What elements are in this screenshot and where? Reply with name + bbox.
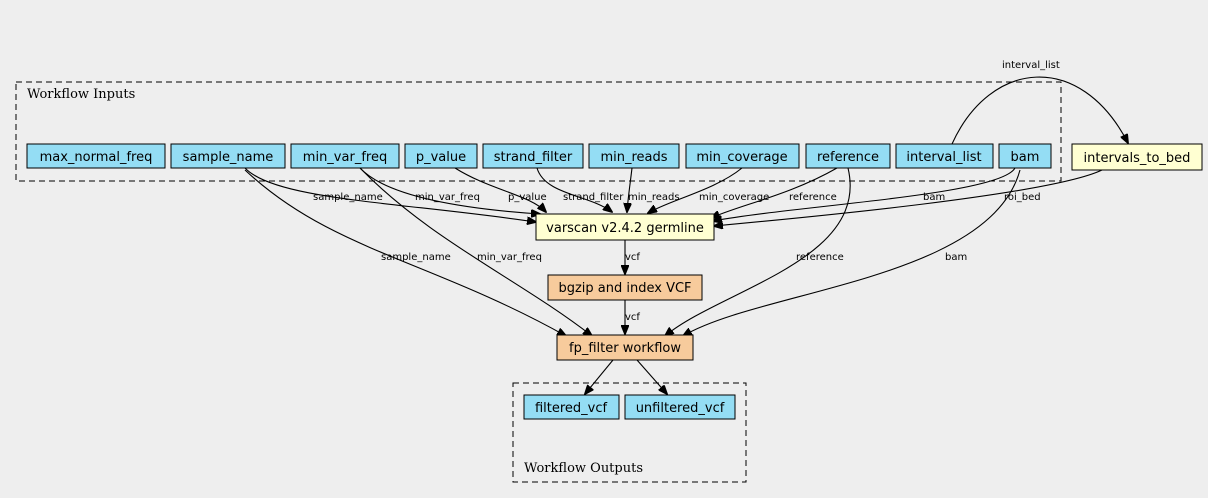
edge-label-min-reads: min_reads	[628, 192, 680, 203]
edge-interval-list-to-bed	[951, 76, 1128, 144]
edge-sample-name-to-varscan	[244, 167, 536, 222]
svg-text:fp_filter workflow: fp_filter workflow	[569, 341, 681, 356]
edge-strand-filter-to-varscan	[536, 167, 612, 212]
svg-text:bgzip and index VCF: bgzip and index VCF	[558, 281, 691, 296]
node-reference[interactable]: reference	[805, 143, 891, 169]
edge-sample-name-to-fp	[244, 169, 566, 336]
node-min-var-freq[interactable]: min_var_freq	[290, 143, 400, 169]
edge-min-reads-to-varscan	[627, 167, 633, 212]
edge-roi-bed-to-varscan	[714, 169, 1103, 226]
edge-p-value-to-varscan	[454, 167, 546, 212]
svg-text:reference: reference	[817, 150, 879, 165]
input-nodes: max_normal_freq sample_name min_var_freq…	[26, 143, 1052, 169]
workflow-outputs-cluster: Workflow Outputs	[512, 382, 747, 483]
svg-text:unfiltered_vcf: unfiltered_vcf	[636, 401, 725, 416]
edge-bam-to-varscan	[713, 167, 1016, 221]
svg-text:strand_filter: strand_filter	[494, 150, 573, 165]
node-filtered-vcf[interactable]: filtered_vcf	[523, 394, 620, 420]
node-fp-filter[interactable]: fp_filter workflow	[556, 334, 694, 361]
node-interval-list[interactable]: interval_list	[895, 143, 994, 169]
svg-text:sample_name: sample_name	[183, 150, 274, 165]
node-bgzip[interactable]: bgzip and index VCF	[547, 274, 703, 301]
svg-text:min_reads: min_reads	[600, 150, 667, 165]
edge-min-var-freq-to-fp	[359, 167, 592, 336]
edge-label-min-coverage: min_coverage	[699, 192, 769, 203]
svg-text:filtered_vcf: filtered_vcf	[535, 401, 608, 416]
workflow-outputs-box	[512, 382, 747, 483]
node-min-coverage[interactable]: min_coverage	[685, 143, 800, 169]
edge-label-reference: reference	[789, 192, 837, 203]
edge-reference-to-varscan	[711, 167, 838, 218]
edge-labels: interval_list sample_name min_var_freq p…	[313, 60, 1060, 323]
node-p-value[interactable]: p_value	[404, 143, 478, 169]
svg-text:varscan v2.4.2 germline: varscan v2.4.2 germline	[546, 221, 704, 236]
node-unfiltered-vcf[interactable]: unfiltered_vcf	[624, 394, 736, 420]
svg-text:max_normal_freq: max_normal_freq	[40, 150, 153, 165]
node-bam[interactable]: bam	[998, 143, 1052, 169]
svg-text:min_coverage: min_coverage	[696, 150, 787, 165]
workflow-inputs-cluster: Workflow Inputs	[15, 81, 1062, 182]
node-intervals-to-bed[interactable]: intervals_to_bed	[1071, 143, 1203, 171]
node-min-reads[interactable]: min_reads	[588, 143, 680, 169]
edge-min-coverage-to-varscan	[648, 167, 743, 213]
svg-text:intervals_to_bed: intervals_to_bed	[1084, 151, 1191, 166]
svg-text:bam: bam	[1011, 150, 1040, 165]
edge-label-reference-fp: reference	[796, 252, 844, 263]
edge-label-p-value: p_value	[508, 192, 547, 203]
edge-label-vcf-2: vcf	[625, 312, 640, 323]
edge-label-interval-list: interval_list	[1002, 60, 1060, 71]
edge-bam-to-fp	[683, 169, 1021, 336]
workflow-inputs-label: Workflow Inputs	[27, 87, 135, 102]
edge-label-min-var-freq: min_var_freq	[415, 192, 480, 203]
edge-fp-to-unfiltered	[636, 359, 667, 394]
workflow-outputs-label: Workflow Outputs	[524, 461, 643, 476]
edge-label-sample-name-fp: sample_name	[381, 252, 451, 263]
output-nodes: filtered_vcf unfiltered_vcf	[523, 394, 736, 420]
edge-fp-to-filtered	[585, 359, 614, 394]
edge-reference-to-fp	[665, 167, 851, 336]
node-max-normal-freq[interactable]: max_normal_freq	[26, 143, 166, 169]
edge-label-bam-fp: bam	[945, 252, 967, 263]
edges	[244, 76, 1128, 394]
edge-label-bam: bam	[923, 192, 945, 203]
node-strand-filter[interactable]: strand_filter	[482, 143, 584, 169]
node-varscan[interactable]: varscan v2.4.2 germline	[535, 213, 715, 241]
node-sample-name[interactable]: sample_name	[170, 143, 286, 169]
workflow-inputs-box	[15, 81, 1062, 182]
edge-label-roi-bed: roi_bed	[1004, 192, 1041, 203]
edge-min-var-freq-to-varscan	[359, 167, 540, 214]
svg-text:p_value: p_value	[416, 150, 466, 165]
svg-text:interval_list: interval_list	[906, 150, 981, 165]
edge-label-min-var-freq-fp: min_var_freq	[477, 252, 542, 263]
edge-label-sample-name: sample_name	[313, 192, 383, 203]
edge-label-vcf-1: vcf	[625, 252, 640, 263]
svg-text:min_var_freq: min_var_freq	[303, 150, 387, 165]
edge-label-strand-filter: strand_filter	[563, 192, 624, 203]
